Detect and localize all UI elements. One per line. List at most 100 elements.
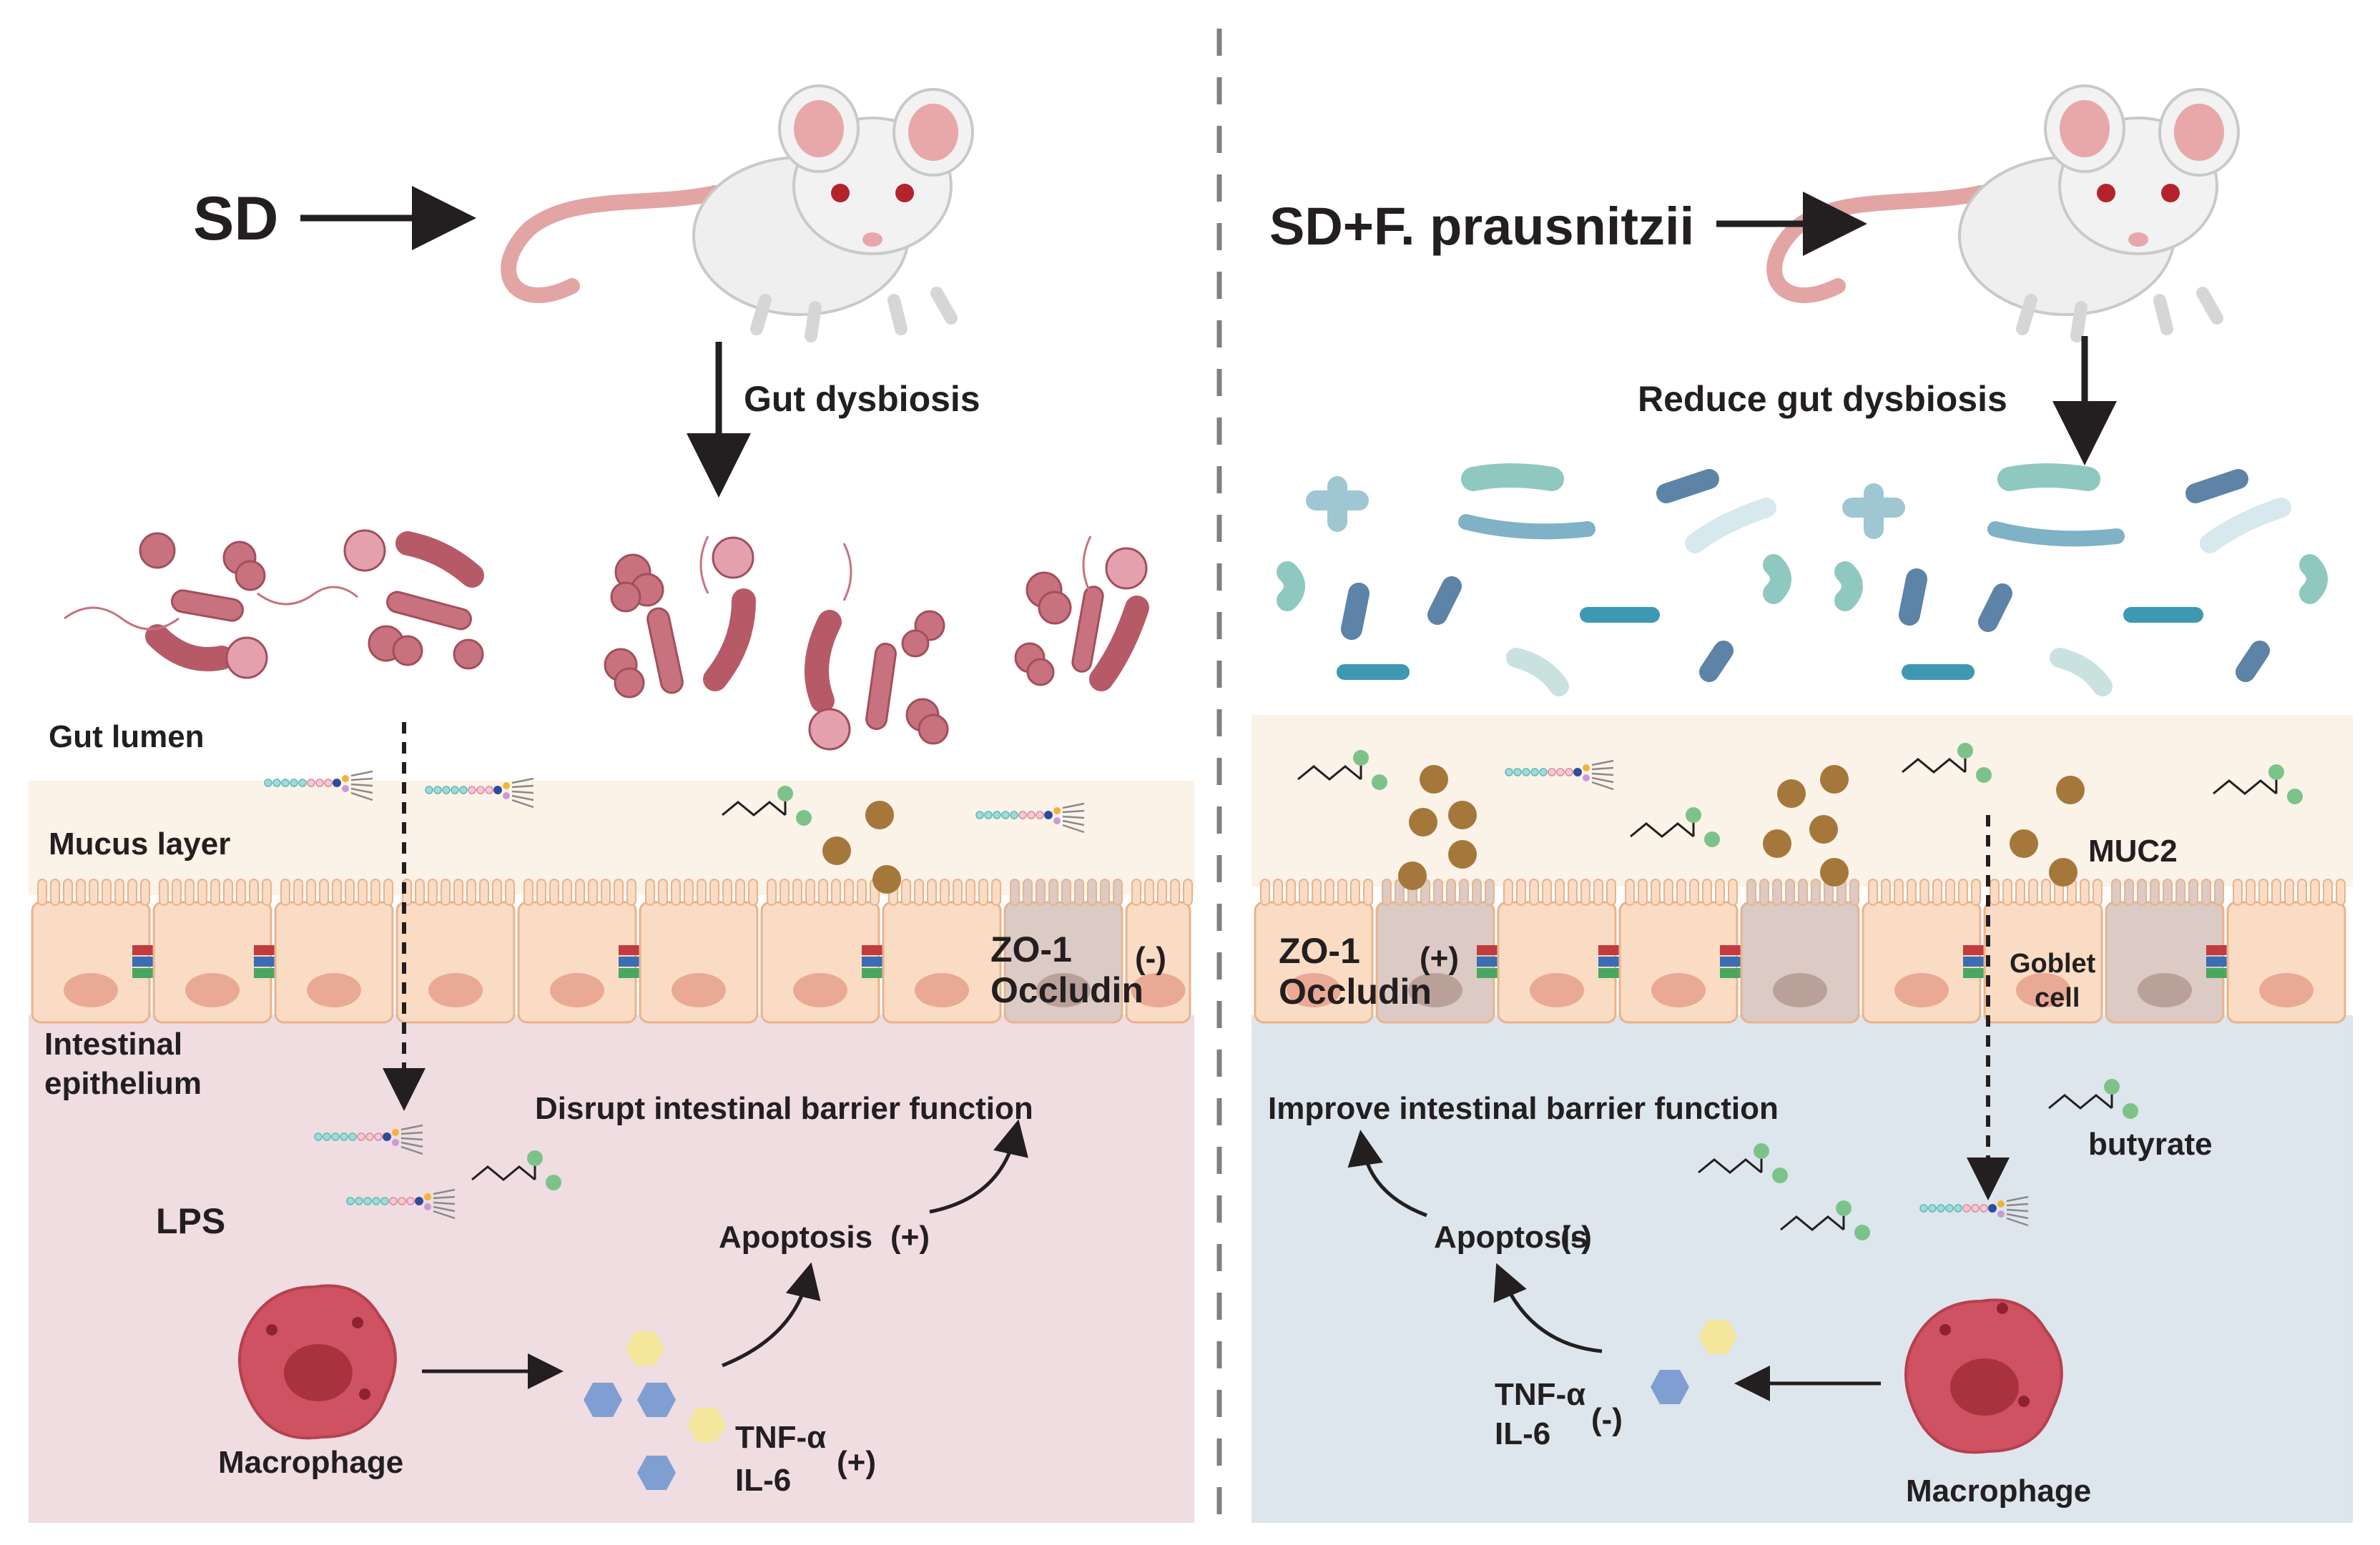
microvillus: [370, 879, 380, 906]
microvillus: [1555, 879, 1565, 906]
microvillus: [818, 879, 828, 906]
cell-nucleus: [1408, 973, 1462, 1007]
cell-nucleus: [1287, 973, 1341, 1007]
microvillus: [1638, 879, 1648, 906]
cell-nucleus: [1530, 973, 1584, 1007]
microvillus: [185, 879, 195, 906]
cell-nucleus: [915, 973, 969, 1007]
microvillus: [1728, 879, 1738, 906]
microvillus: [523, 879, 533, 906]
right-mouse-icon: [1774, 86, 2238, 336]
microvillus: [1580, 879, 1590, 906]
microvillus: [140, 879, 150, 906]
microvillus: [345, 879, 355, 906]
microvillus: [844, 879, 854, 906]
microvillus: [2246, 879, 2256, 906]
left-lamina-propria: [29, 1015, 1194, 1523]
microvillus: [492, 879, 502, 906]
cell-nucleus: [1036, 973, 1091, 1007]
left-zo1-label: ZO-1: [990, 929, 1072, 969]
microvillus: [2163, 879, 2173, 906]
lps-label: LPS: [156, 1201, 225, 1241]
right-macrophage-icon: [1904, 1298, 2063, 1454]
left-apoptosis-sign: (+): [890, 1220, 930, 1255]
microvillus: [1606, 879, 1616, 906]
cell-nucleus: [1894, 973, 1949, 1007]
microvillus: [37, 879, 47, 906]
left-occludin-label: Occludin: [990, 970, 1144, 1010]
microvillus: [2041, 879, 2051, 906]
microvillus: [1868, 879, 1878, 906]
microvillus: [262, 879, 272, 906]
cell-nucleus: [1651, 973, 1706, 1007]
microvillus: [172, 879, 182, 906]
microvillus: [965, 879, 975, 906]
left-dysbiosis-label: Gut dysbiosis: [744, 379, 980, 419]
microvillus: [2188, 879, 2198, 906]
right-panel: SD+F. prausnitzii Reduce gut dysbiosis Z…: [1252, 86, 2353, 1523]
microvillus: [505, 879, 515, 906]
microvillus: [536, 879, 546, 906]
microvillus: [978, 879, 988, 906]
microvillus: [614, 879, 624, 906]
microvillus: [722, 879, 732, 906]
microvillus: [210, 879, 220, 906]
right-occludin-label: Occludin: [1279, 972, 1432, 1012]
microvillus: [1746, 879, 1756, 906]
microvillus: [1312, 879, 1322, 906]
microvillus: [709, 879, 719, 906]
microvillus: [1881, 879, 1891, 906]
left-barrier-label: Disrupt intestinal barrier function: [535, 1091, 1033, 1126]
left-cytokine-sign: (+): [837, 1445, 876, 1480]
microvillus: [1798, 879, 1808, 906]
microvillus: [453, 879, 463, 906]
microvillus: [114, 879, 124, 906]
microvillus: [2111, 879, 2121, 906]
microvillus: [2093, 879, 2103, 906]
microvillus: [1894, 879, 1904, 906]
microvillus: [1759, 879, 1769, 906]
microvillus: [466, 879, 476, 906]
right-cytokine-sign: (-): [1591, 1402, 1623, 1437]
epithelium-label-line1: Intestinal: [44, 1027, 182, 1062]
microvillus: [1144, 879, 1154, 906]
right-epithelium: [1254, 879, 2346, 1024]
microvillus: [223, 879, 233, 906]
microvillus: [1459, 879, 1469, 906]
microvillus: [658, 879, 668, 906]
microvillus: [1010, 879, 1020, 906]
microvillus: [1061, 879, 1071, 906]
butyrate-label: butyrate: [2088, 1127, 2213, 1162]
left-group-label: SD: [193, 184, 278, 253]
cell-nucleus: [64, 973, 118, 1007]
right-il6-label: IL-6: [1495, 1416, 1550, 1451]
microvillus: [2284, 879, 2294, 906]
cell-nucleus: [793, 973, 847, 1007]
microvillus: [127, 879, 137, 906]
left-apoptosis-to-barrier-arrow: [929, 1119, 1028, 1214]
microvillus: [1113, 879, 1123, 906]
left-tj-sign: (-): [1135, 941, 1166, 976]
microvillus: [1945, 879, 1955, 906]
microvillus: [383, 879, 393, 906]
microvillus: [2080, 879, 2090, 906]
microvillus: [588, 879, 598, 906]
microvillus: [102, 879, 112, 906]
microvillus: [1023, 879, 1033, 906]
microvillus: [780, 879, 790, 906]
microvillus: [1131, 879, 1141, 906]
left-mucin-granules: [822, 801, 901, 894]
microvillus: [1663, 879, 1673, 906]
microvillus: [2271, 879, 2281, 906]
microvillus: [1542, 879, 1552, 906]
microvillus: [1958, 879, 1968, 906]
microvillus: [2015, 879, 2025, 906]
microvillus: [1485, 879, 1495, 906]
microvillus: [626, 879, 636, 906]
microvillus: [2175, 879, 2185, 906]
microvillus: [1503, 879, 1513, 906]
microvillus: [671, 879, 681, 906]
microvillus: [2323, 879, 2333, 906]
microvillus: [2336, 879, 2346, 906]
